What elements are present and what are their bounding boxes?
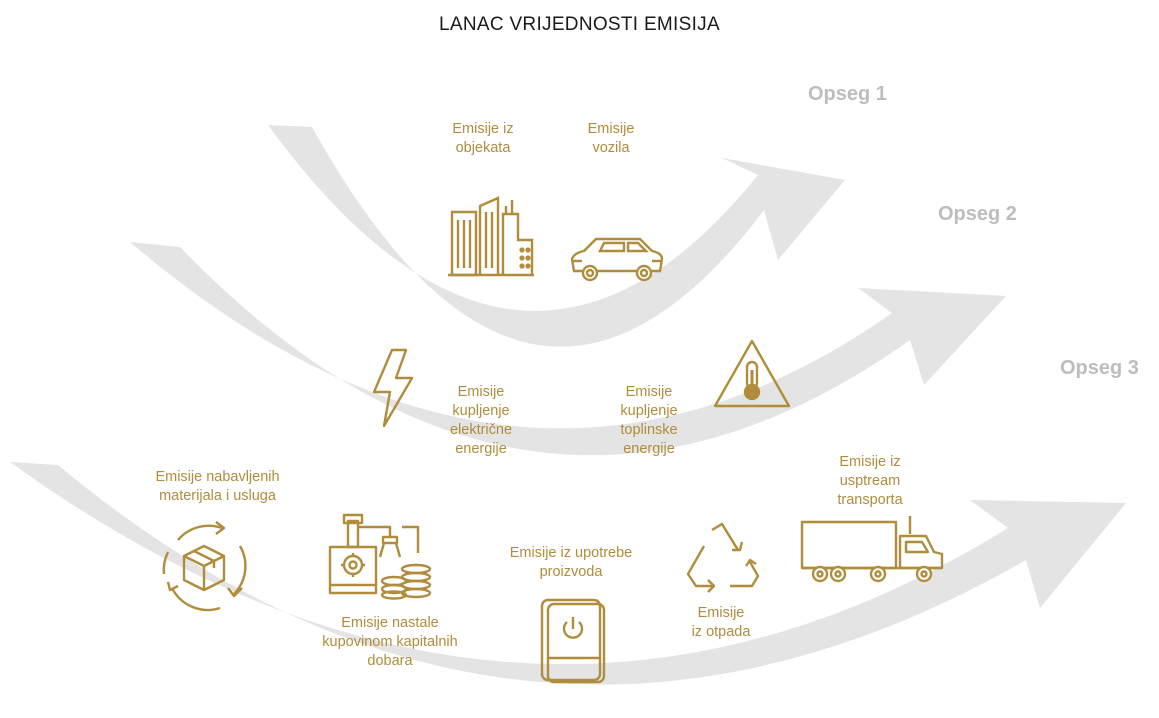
heat-emissions-label: Emisije kupljenje toplinske energije [620, 384, 678, 457]
upstream-transport-label: Emisije iz usptream transporta [837, 454, 903, 508]
electricity-emissions-label: Emisije kupljenje električne energije [449, 384, 513, 457]
power-device-icon [540, 598, 606, 684]
product-use-label: Emisije iz upotrebe proizvoda [509, 545, 633, 580]
scope-1-arrow [268, 125, 845, 347]
truck-icon [800, 514, 946, 584]
scope-3-label: Opseg 3 [1060, 357, 1139, 379]
diagram-title: LANAC VRIJEDNOSTI EMISIJA [439, 14, 720, 35]
robot-arm-coins-icon [328, 513, 434, 599]
objects-emissions-label: Emisije iz objekata [452, 121, 514, 156]
thermometer-warning-icon [712, 338, 792, 410]
box-cycle-icon [158, 518, 250, 614]
lightning-icon [370, 348, 416, 428]
waste-emissions-label: Emisije iz otpada [691, 605, 751, 640]
scope-1-label: Opseg 1 [808, 83, 887, 105]
scope-3-arrow [10, 462, 1126, 685]
vehicle-emissions-label: Emisije vozila [587, 121, 635, 156]
purchased-materials-label: Emisije nabavljenih materijala i usluga [155, 469, 280, 504]
scope-2-arrow [130, 242, 1006, 456]
buildings-icon [448, 196, 534, 276]
capital-goods-label: Emisije nastale kupovinom kapitalnih dob… [322, 615, 458, 669]
car-icon [570, 235, 664, 281]
recycle-icon [682, 520, 762, 596]
scope-2-label: Opseg 2 [938, 203, 1017, 225]
